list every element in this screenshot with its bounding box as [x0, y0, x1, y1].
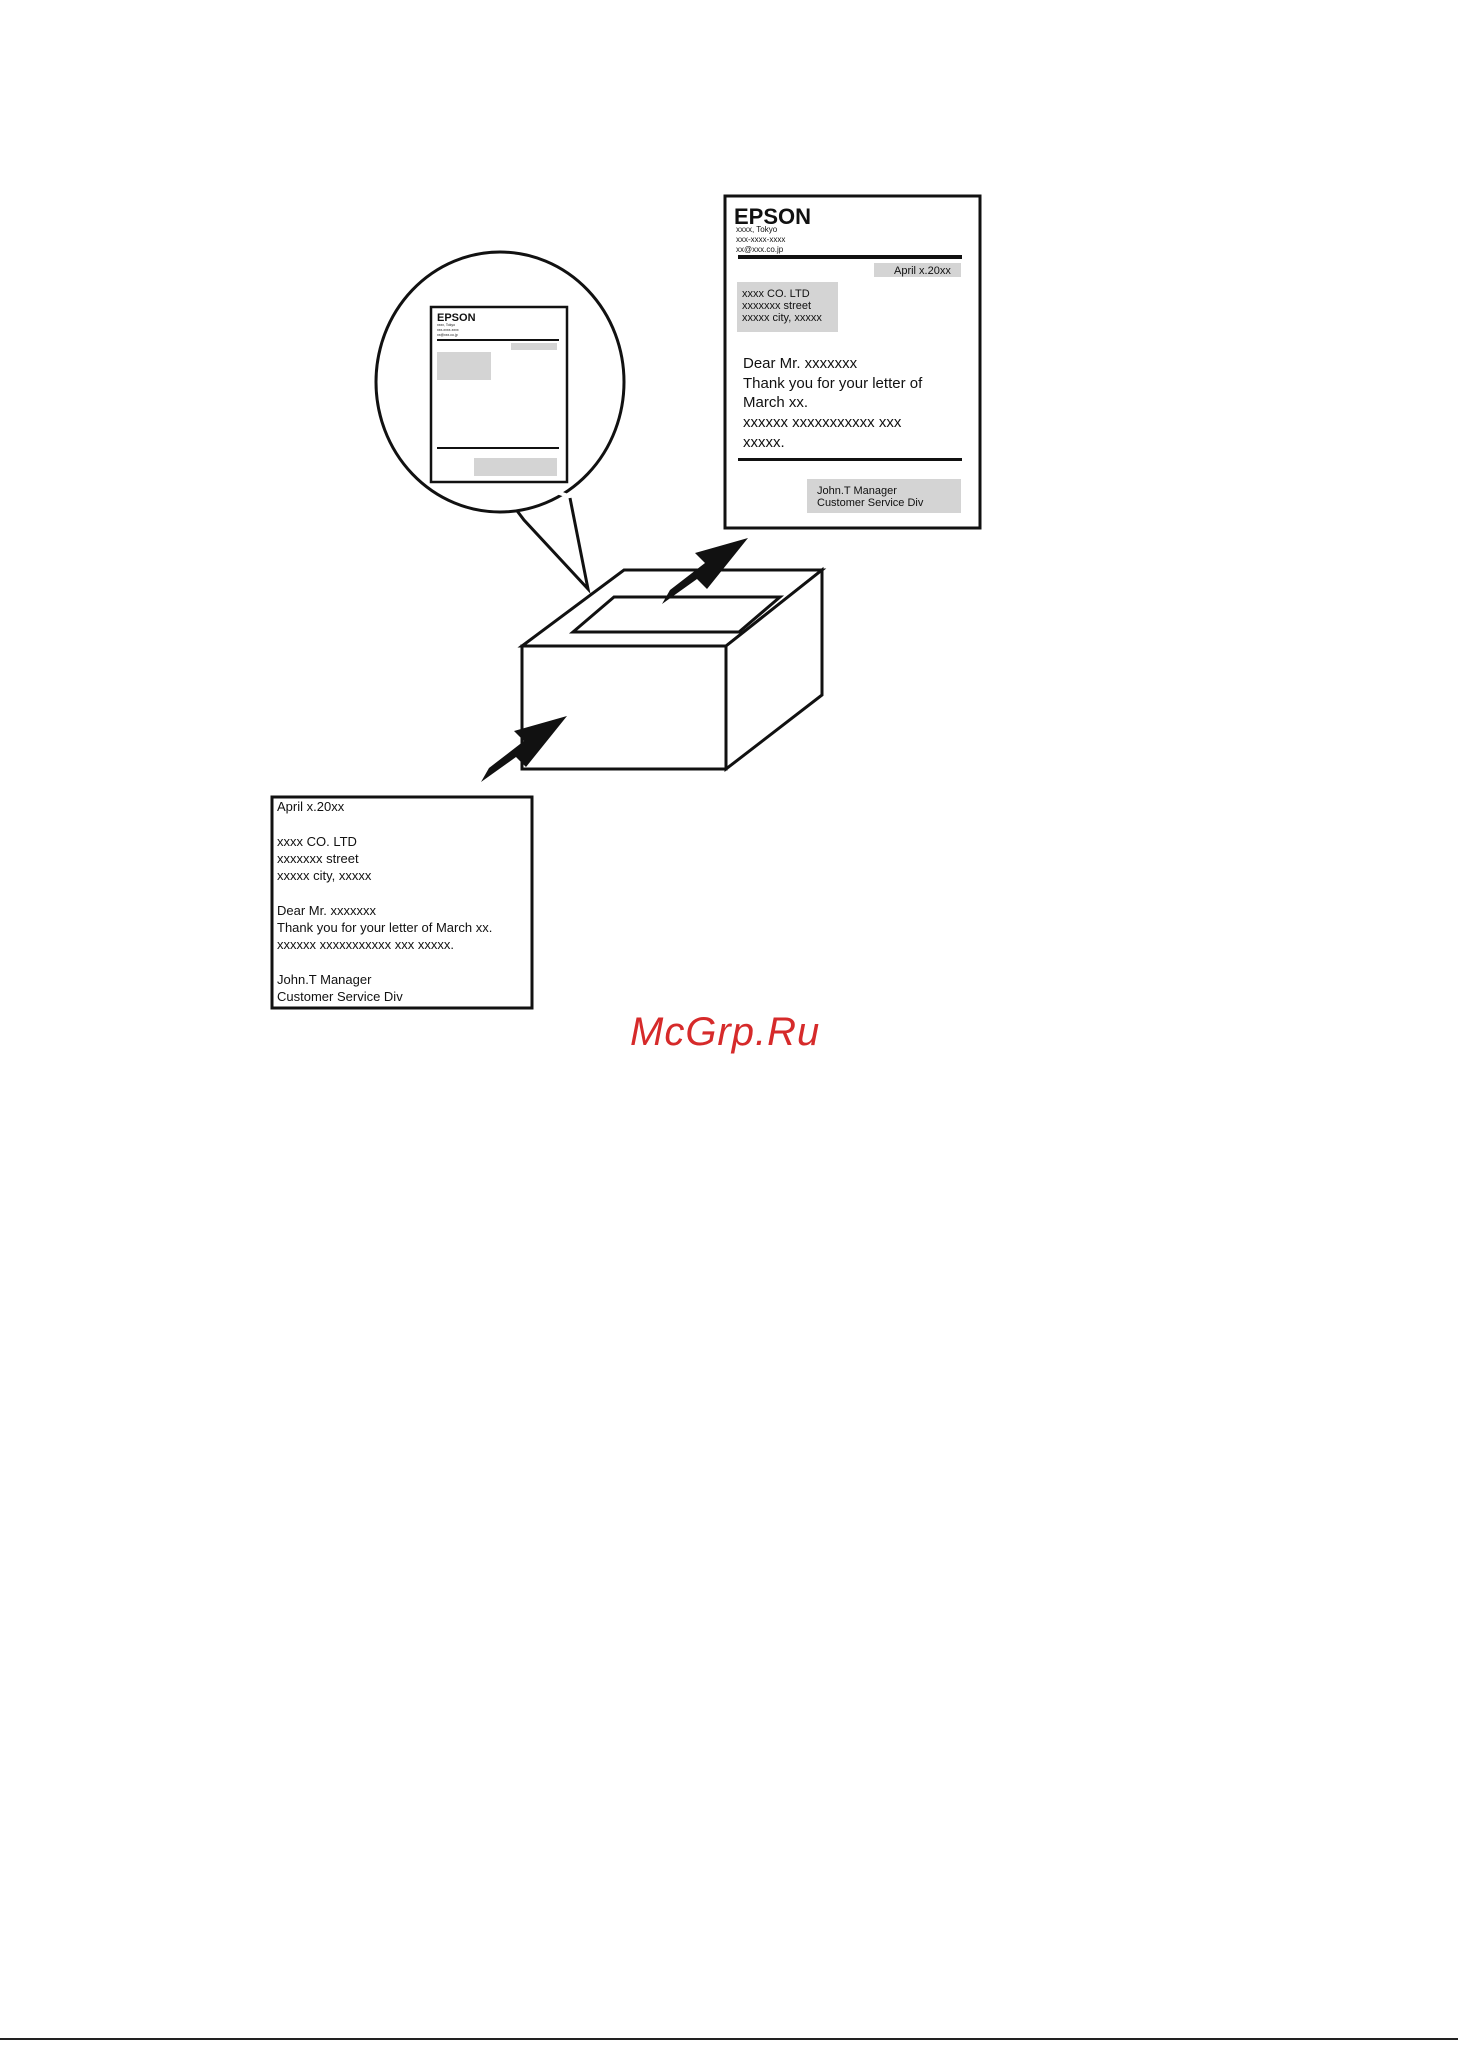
printer-output-slot [568, 595, 785, 634]
output-letter-address-box [737, 282, 838, 332]
input-letter-line: xxxxxxx street [277, 851, 359, 866]
watermark-text: McGrp.Ru [630, 1010, 821, 1054]
output-arrow-shape [662, 538, 748, 604]
template-preview-header-line: xxxx, Tokyo [437, 323, 455, 327]
input-letter: April x.20xx xxxx CO. LTD xxxxxxx street… [270, 795, 534, 1010]
output-letter-signature-line: John.T Manager [817, 485, 897, 497]
template-preview-footer-rule [437, 447, 559, 449]
output-letter-body-line: Thank you for your letter of [743, 375, 923, 392]
template-preview-header-rule [437, 339, 559, 341]
page-bottom-rule [0, 2038, 1458, 2040]
output-letter-date: April x.20xx [894, 265, 951, 277]
template-preview-date-box [511, 343, 557, 350]
template-magnifier: EPSON xxxx, Tokyo xxx-xxxx-xxxx xx@xxx.c… [374, 250, 626, 594]
template-preview-signature-box [474, 458, 557, 476]
input-letter-line: Customer Service Div [277, 989, 403, 1004]
printer-front [520, 644, 728, 771]
template-preview-header-line: xx@xxx.co.jp [437, 333, 458, 337]
input-letter-frame [270, 795, 534, 1010]
output-letter-brand: EPSON [734, 204, 811, 229]
input-arrow-icon [481, 716, 567, 782]
output-letter-date-box [874, 263, 961, 277]
output-letter: EPSON xxxx, Tokyo xxx-xxxx-xxxx xx@xxx.c… [723, 194, 982, 530]
input-letter-line: xxxx CO. LTD [277, 834, 357, 849]
printer [517, 566, 827, 773]
template-preview-address-box [437, 352, 491, 380]
output-letter-body-line: March xx. [743, 394, 808, 411]
output-letter-header-line: xxx-xxxx-xxxx [736, 235, 785, 244]
output-letter-body-line: Dear Mr. xxxxxxx [743, 355, 858, 372]
input-letter-line: xxxxxx xxxxxxxxxxx xxx xxxxx. [277, 937, 454, 952]
output-letter-header-line: xxxx, Tokyo [736, 225, 778, 234]
input-letter-line: xxxxx city, xxxxx [277, 868, 372, 883]
output-letter-address-line: xxxxx city, xxxxx [742, 312, 822, 324]
template-preview-brand: EPSON [437, 312, 476, 324]
output-letter-body-line: xxxxxx xxxxxxxxxxx xxx [743, 414, 902, 431]
output-letter-address-line: xxxx CO. LTD [742, 288, 810, 300]
output-letter-header-rule [738, 255, 962, 259]
input-letter-line: Thank you for your letter of March xx. [277, 920, 492, 935]
output-letter-signature-line: Customer Service Div [817, 497, 924, 509]
template-preview-page [429, 305, 569, 484]
output-letter-frame [723, 194, 982, 530]
input-letter-line: April x.20xx [277, 799, 345, 814]
input-letter-line: John.T Manager [277, 972, 372, 987]
output-letter-header-line: xx@xxx.co.jp [736, 245, 784, 254]
template-preview-header-line: xxx-xxxx-xxxx [437, 328, 459, 332]
output-letter-footer-rule [738, 458, 962, 461]
output-letter-address-line: xxxxxxx street [742, 300, 811, 312]
output-letter-signature-box [807, 479, 961, 513]
output-letter-body-line: xxxxx. [743, 434, 785, 451]
input-letter-line: Dear Mr. xxxxxxx [277, 903, 376, 918]
